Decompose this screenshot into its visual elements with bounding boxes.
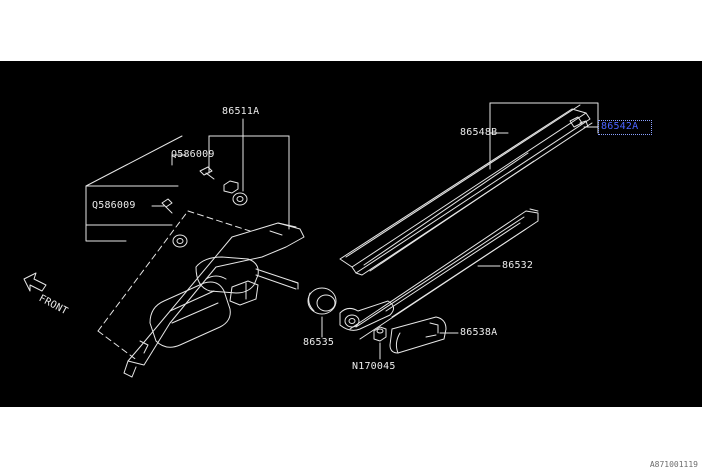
wiper-motor — [123, 222, 305, 378]
label-86532[interactable]: 86532 — [502, 260, 534, 271]
label-n170045[interactable]: N170045 — [352, 361, 396, 372]
highlight-box — [598, 120, 652, 135]
label-86538a[interactable]: 86538A — [460, 327, 498, 338]
nut-n170045 — [373, 326, 387, 342]
diagram-drawing — [23, 102, 599, 378]
label-86511a[interactable]: 86511A — [222, 106, 260, 117]
label-q586009-upper[interactable]: Q586009 — [171, 149, 215, 160]
parts-diagram: 86511A Q586009 Q586009 86548B 86542A 865… — [0, 61, 702, 407]
arm-cap — [389, 316, 447, 354]
front-arrow-icon — [23, 272, 47, 292]
grommet-86535 — [307, 287, 337, 315]
callout-lines — [85, 102, 599, 362]
label-86542a[interactable]: 86542A — [601, 121, 639, 132]
wiper-arm — [339, 152, 539, 340]
label-q586009-lower[interactable]: Q586009 — [92, 200, 136, 211]
hardware — [161, 166, 248, 248]
reference-code: A871001119 — [649, 460, 698, 469]
label-86535[interactable]: 86535 — [303, 337, 335, 348]
label-86548b[interactable]: 86548B — [460, 127, 498, 138]
